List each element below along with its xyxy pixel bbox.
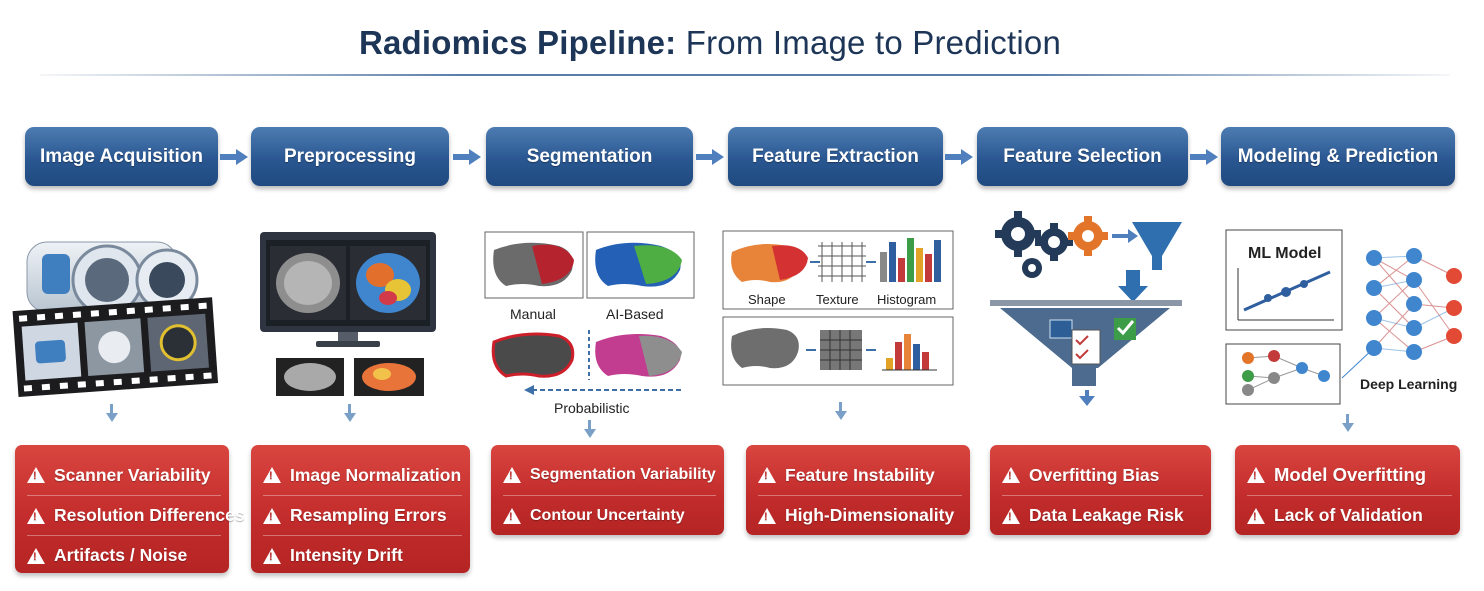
manual-label: Manual [510, 306, 556, 322]
stage-feature-extraction: Feature Extraction [728, 127, 943, 186]
risk-label: Contour Uncertainty [530, 506, 685, 524]
flow-arrow-icon [453, 149, 483, 165]
stage-segmentation: Segmentation [486, 127, 693, 186]
risk-label: Feature Instability [785, 464, 935, 485]
risk-item: Overfitting Bias [1002, 455, 1203, 495]
gear-icon [995, 211, 1041, 257]
stage-label: Segmentation [526, 145, 653, 167]
deep-learning-label: Deep Learning [1360, 376, 1458, 392]
risks-feature-extraction: Feature Instability High-Dimensionality [746, 445, 970, 535]
texture-label: Texture [816, 292, 859, 307]
flow-arrow-icon [696, 149, 726, 165]
risks-modeling-prediction: Model Overfitting Lack of Validation [1235, 445, 1460, 535]
risk-label: Segmentation Variability [530, 466, 716, 483]
warning-icon [503, 507, 521, 524]
flow-arrow-icon [1190, 149, 1220, 165]
risk-item: Resolution Differences [27, 495, 245, 535]
down-arrow-icon [344, 404, 356, 422]
flow-arrow-icon [220, 149, 250, 165]
stage-label: Modeling & Prediction [1237, 145, 1439, 167]
warning-icon [1247, 467, 1265, 483]
risk-label: Data Leakage Risk [1029, 505, 1184, 525]
warning-icon [27, 547, 45, 564]
down-arrow-icon [835, 402, 847, 420]
risk-label: Artifacts / Noise [54, 545, 188, 565]
flow-arrow-icon [945, 149, 975, 165]
ml-model-label: ML Model [1248, 245, 1322, 262]
risk-item: Scanner Variability [27, 455, 221, 495]
risk-item: Artifacts / Noise [27, 535, 221, 575]
risk-label: High-Dimensionality [785, 505, 955, 525]
stage-modeling-prediction: Modeling & Prediction [1221, 127, 1455, 186]
modeling-illustration [1225, 229, 1462, 405]
preprocessing-monitor-illustration [260, 232, 436, 396]
probabilistic-label: Probabilistic [554, 400, 630, 416]
ai-based-label: AI-Based [606, 306, 664, 322]
warning-icon [1002, 467, 1020, 483]
stage-label: Image Acquisition [40, 145, 203, 167]
risks-feature-selection: Overfitting Bias Data Leakage Risk [990, 445, 1211, 535]
shape-label: Shape [748, 292, 786, 307]
stage-label: Feature Extraction [752, 145, 919, 167]
warning-icon [1247, 507, 1265, 524]
title-divider [40, 74, 1450, 76]
risk-item: Image Normalization [263, 455, 462, 495]
risk-label: Model Overfitting [1274, 464, 1427, 485]
risk-item: Lack of Validation [1247, 495, 1452, 535]
risk-label: Image Normalization [290, 464, 462, 485]
risk-label: Intensity Drift [290, 545, 403, 565]
title-bold: Radiomics Pipeline: [358, 24, 677, 61]
warning-icon [263, 467, 281, 483]
risks-segmentation: Segmentation Variability Contour Uncerta… [491, 445, 724, 535]
ct-scanner-illustration [12, 241, 219, 397]
risk-label: Resampling Errors [290, 505, 447, 525]
risks-preprocessing: Image Normalization Resampling Errors In… [251, 445, 470, 573]
risks-image-acquisition: Scanner Variability Resolution Differenc… [15, 445, 245, 575]
warning-icon [758, 467, 776, 483]
page-title: Radiomics Pipeline: From Image to Predic… [0, 24, 1420, 62]
risk-item: Segmentation Variability [503, 455, 716, 495]
warning-icon [263, 507, 281, 524]
stage-image-acquisition: Image Acquisition [25, 127, 218, 186]
feature-extraction-illustration [722, 230, 954, 386]
feature-selection-illustration [990, 211, 1182, 406]
risk-item: Data Leakage Risk [1002, 495, 1203, 535]
warning-icon [503, 467, 521, 483]
down-arrow-icon [106, 404, 118, 422]
down-arrow-icon [584, 420, 596, 438]
risk-item: Feature Instability [758, 455, 962, 495]
down-arrow-icon [1342, 414, 1354, 432]
risk-item: Contour Uncertainty [503, 495, 716, 535]
stage-feature-selection: Feature Selection [977, 127, 1188, 186]
stage-label: Preprocessing [284, 145, 416, 167]
risk-label: Lack of Validation [1274, 505, 1423, 525]
risk-item: Model Overfitting [1247, 455, 1452, 495]
risk-label: Scanner Variability [54, 464, 211, 485]
segmentation-illustration [484, 231, 695, 395]
warning-icon [758, 507, 776, 524]
warning-icon [27, 507, 45, 524]
risk-label: Overfitting Bias [1029, 464, 1160, 485]
stage-preprocessing: Preprocessing [251, 127, 449, 186]
stage-label: Feature Selection [1003, 145, 1162, 167]
warning-icon [263, 547, 281, 564]
risk-label: Resolution Differences [54, 505, 245, 525]
risk-item: Intensity Drift [263, 535, 462, 575]
histogram-label: Histogram [877, 292, 937, 307]
warning-icon [1002, 507, 1020, 524]
warning-icon [27, 467, 45, 483]
risk-item: Resampling Errors [263, 495, 462, 535]
risk-item: High-Dimensionality [758, 495, 962, 535]
title-rest: From Image to Prediction [676, 24, 1062, 61]
